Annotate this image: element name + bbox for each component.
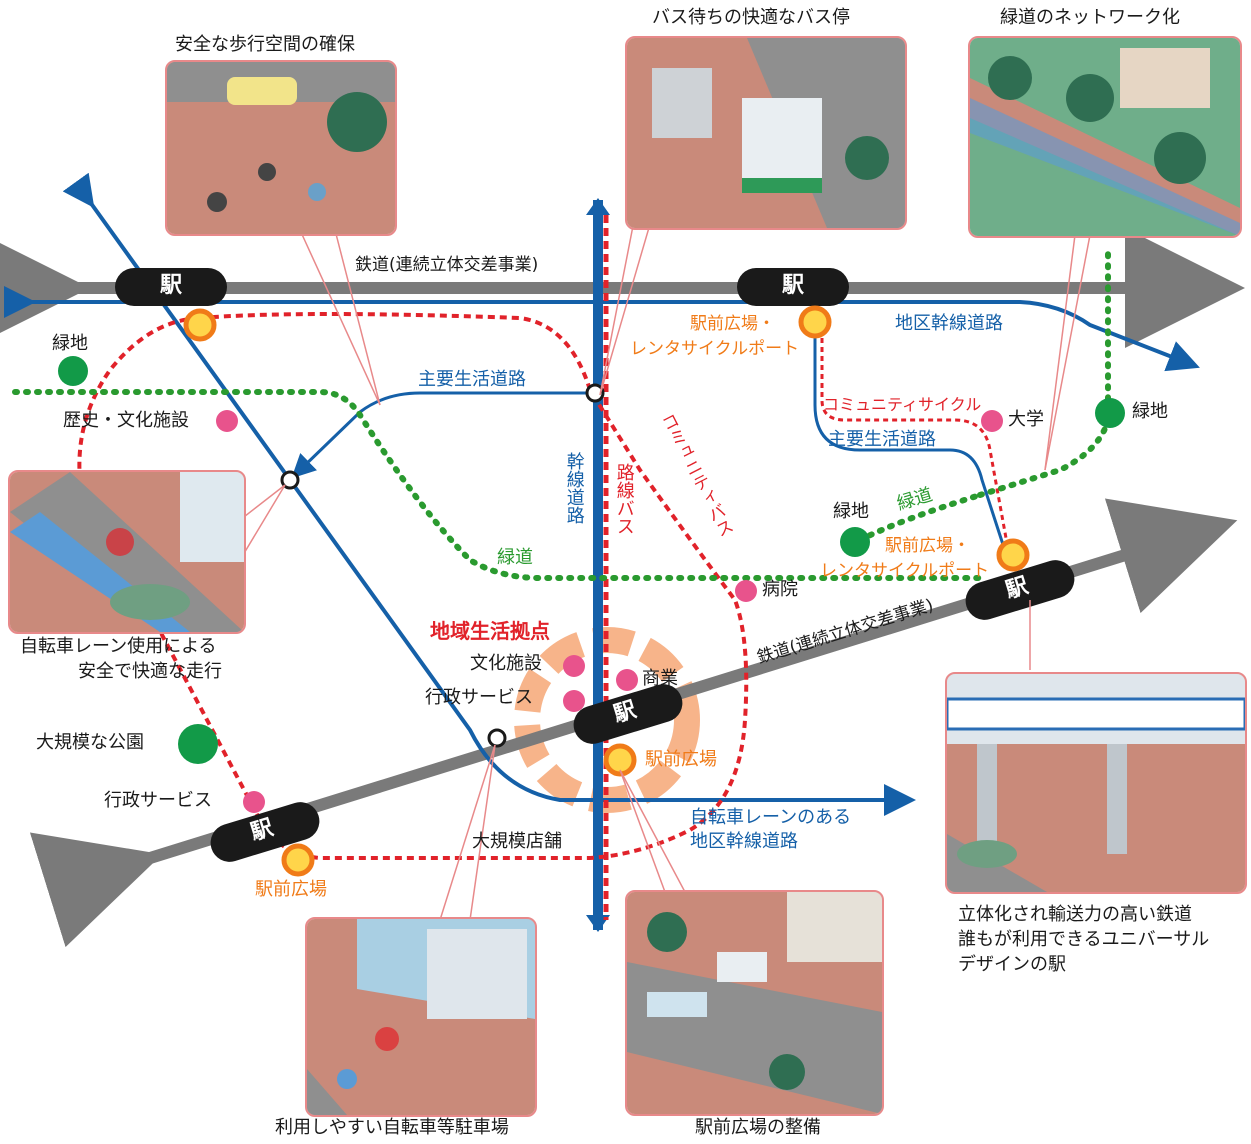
station-pill-1 <box>115 268 227 306</box>
inset-bike-lane <box>8 470 246 634</box>
hub-label: 地域生活拠点 <box>430 619 550 643</box>
inset-caption-railway-2: 誰もが利用できるユニバーサル <box>958 929 1210 950</box>
green-space <box>58 356 88 386</box>
facility-marker <box>563 690 585 712</box>
inset-railway <box>945 672 1247 894</box>
inset-caption-railway-1: 立体化され輸送力の高い鉄道 <box>958 904 1192 925</box>
inset-caption-greenway: 緑道のネットワーク化 <box>1000 7 1180 28</box>
plaza-marker <box>603 743 637 777</box>
green-space <box>1095 398 1125 428</box>
big-store-label: 大規模店舗 <box>472 831 562 852</box>
route-bus-label: 路線バス <box>613 463 635 535</box>
railway-label-top: 鉄道(連続立体交差事業) <box>355 255 539 275</box>
diagonal-road <box>62 172 916 816</box>
station-pill-4 <box>573 684 683 744</box>
plaza-marker <box>798 305 832 339</box>
greenway-label-1: 緑道 <box>497 547 533 568</box>
green-label-1: 緑地 <box>52 333 88 354</box>
facility-marker <box>981 410 1003 432</box>
station-label: 駅 <box>160 273 183 298</box>
big-park-label: 大規模な公園 <box>36 732 144 753</box>
facility-marker <box>243 791 265 813</box>
admin-label-2: 行政サービス <box>104 790 212 811</box>
inset-caption-bike-lane-1: 自転車レーン使用による <box>20 636 217 657</box>
station-label: 駅 <box>782 273 805 298</box>
plaza-marker <box>183 308 217 342</box>
plaza-rental-label-1b: レンタサイクルポート <box>630 339 800 359</box>
green-space <box>840 527 870 557</box>
inset-caption-bus-stop: バス待ちの快適なバス停 <box>652 7 850 28</box>
main-life-road-label-1: 主要生活道路 <box>418 369 526 390</box>
station-pill-5 <box>210 802 320 862</box>
university-label: 大学 <box>1008 409 1044 430</box>
station-pill-3 <box>965 560 1075 620</box>
bike-lane-road-label-2: 地区幹線道路 <box>690 831 798 852</box>
green-label-3: 緑地 <box>833 501 869 522</box>
plaza-label-1: 駅前広場 <box>645 749 717 770</box>
district-arterial-label: 地区幹線道路 <box>895 313 1003 334</box>
plaza-marker <box>281 843 315 877</box>
culture-label: 文化施設 <box>470 653 542 674</box>
inset-caption-bike-lane-2: 安全で快適な走行 <box>78 661 222 682</box>
green-space <box>178 724 218 764</box>
bike-lane-road-label-1: 自転車レーンのある <box>690 807 852 828</box>
inset-greenway <box>968 36 1242 238</box>
plaza-marker <box>996 538 1030 572</box>
inset-caption-bike-parking: 利用しやすい自転車等駐車場 <box>275 1117 509 1138</box>
green-label-2: 緑地 <box>1132 401 1168 422</box>
main-life-road-2 <box>813 320 1010 561</box>
trunk-road-label: 幹線道路 <box>563 452 585 524</box>
community-cycle-label: コミュニティサイクル <box>823 395 982 414</box>
community-cycle-line <box>820 320 1012 561</box>
greenway-west <box>12 389 983 581</box>
community-bus-loop <box>77 312 749 860</box>
main-life-road-1 <box>291 391 595 479</box>
inset-bike-parking <box>305 917 537 1117</box>
facility-marker <box>216 410 238 432</box>
facility-marker <box>563 655 585 677</box>
main-life-road-label-2: 主要生活道路 <box>828 429 936 450</box>
inset-bus-stop <box>625 36 907 230</box>
plaza-rental-label-2b: レンタサイクルポート <box>820 561 990 581</box>
facility-marker <box>616 669 638 691</box>
inset-caption-walk: 安全な歩行空間の確保 <box>175 34 355 55</box>
inset-caption-railway-3: デザインの駅 <box>958 954 1066 975</box>
station-pill-2 <box>737 268 849 306</box>
hospital-label: 病院 <box>762 579 798 600</box>
inset-walk <box>165 60 397 236</box>
plaza-rental-label-1a: 駅前広場・ <box>690 314 775 334</box>
plaza-label-2: 駅前広場 <box>255 879 327 900</box>
district-arterial-road <box>4 286 1200 372</box>
greenway-link <box>857 492 983 543</box>
history-culture-label: 歴史・文化施設 <box>63 410 189 431</box>
plaza-rental-label-2a: 駅前広場・ <box>885 536 970 556</box>
admin-label-1: 行政サービス <box>425 687 533 708</box>
commerce-label: 商業 <box>642 668 678 689</box>
facility-marker <box>735 580 757 602</box>
inset-plaza <box>625 890 884 1116</box>
inset-caption-plaza: 駅前広場の整備 <box>695 1117 821 1138</box>
